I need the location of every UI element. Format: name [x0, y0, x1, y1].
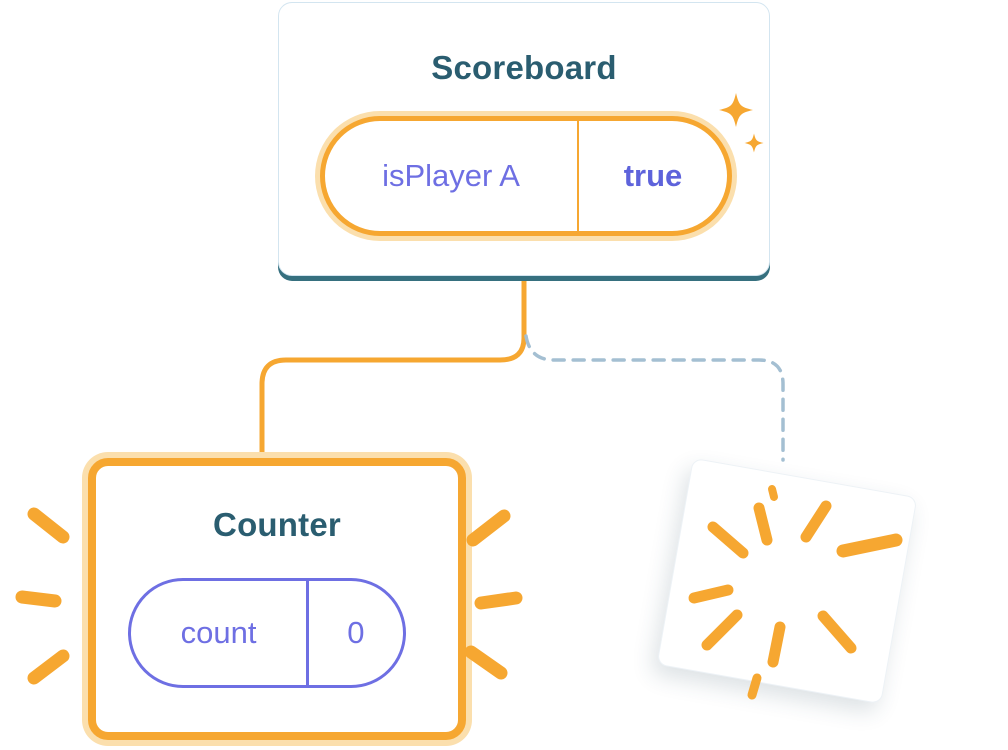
emphasis-marks-left: [15, 507, 70, 685]
scoreboard-component-card: Scoreboard isPlayer A true: [278, 2, 770, 276]
scoreboard-title: Scoreboard: [431, 49, 617, 86]
pill-divider: [306, 581, 309, 685]
solid-connector-line: [259, 275, 527, 465]
counter-component-card: Counter count 0: [88, 458, 466, 740]
counter-state-pill: count 0: [128, 578, 406, 688]
prop-value: true: [623, 158, 683, 193]
pill-divider: [577, 121, 579, 231]
emphasis-marks-right: [464, 509, 523, 680]
counter-title: Counter: [213, 506, 341, 543]
prop-label: isPlayer A: [382, 158, 520, 193]
state-value: 0: [347, 615, 365, 650]
dashed-connector-line: [524, 334, 785, 462]
scoreboard-prop-pill: isPlayer A true: [320, 116, 732, 236]
destroyed-component-card: [656, 457, 918, 705]
state-label: count: [180, 615, 257, 650]
